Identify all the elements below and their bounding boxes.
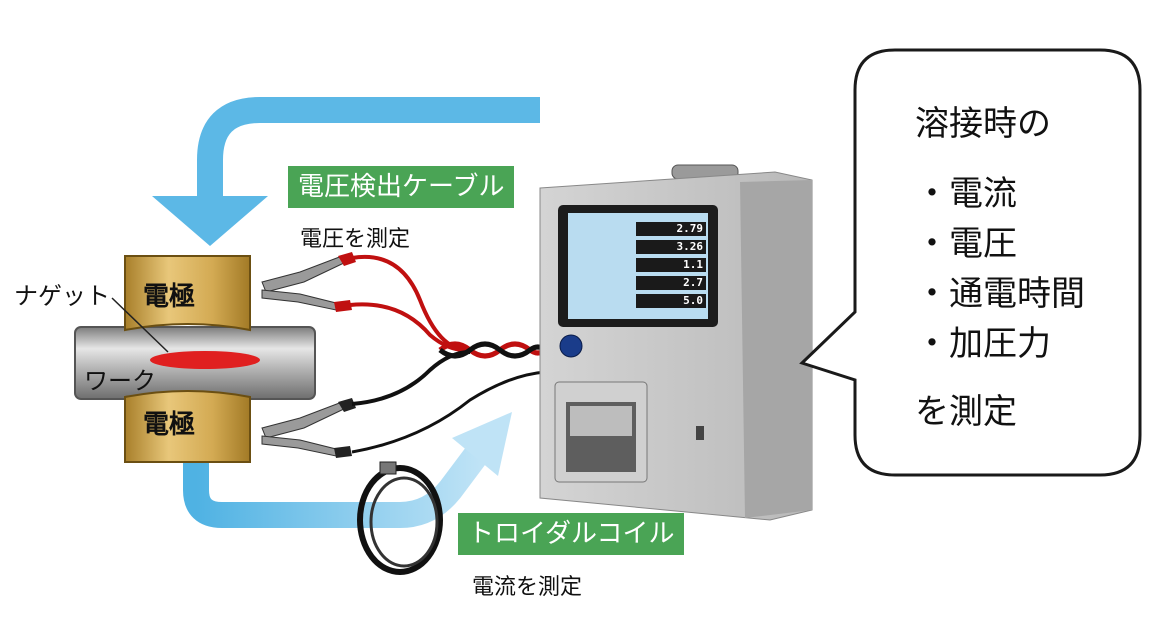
screen-value: 2.79 [636, 222, 706, 236]
electrode-top-shape [124, 255, 251, 332]
nugget-shape [150, 351, 260, 369]
electrode-bottom-label: 電極 [143, 410, 196, 440]
bubble-item-time: ・通電時間 [915, 274, 1085, 314]
bubble-item-current: ・電流 [915, 174, 1017, 214]
speech-bubble [799, 48, 1142, 477]
bubble-footer: を測定 [915, 392, 1017, 432]
voltage-cable [261, 252, 547, 458]
measurement-device [539, 164, 813, 521]
bubble-title: 溶接時の [915, 104, 1051, 144]
bubble-item-voltage: ・電圧 [915, 224, 1017, 264]
screen-value: 5.0 [636, 294, 706, 308]
current-measure-note: 電流を測定 [472, 575, 583, 600]
toroidal-coil-shape [357, 461, 443, 575]
toroidal-coil-tag: トロイダルコイル [458, 513, 685, 555]
nugget-label: ナゲット [14, 282, 110, 310]
device-screen-readout: 2.79 3.26 1.1 2.7 5.0 [636, 222, 706, 312]
current-flow-arrow-bottom [183, 412, 512, 528]
bubble-item-pressure: ・加圧力 [915, 324, 1051, 364]
work-pipe [74, 326, 316, 400]
current-flow-arrow-top [152, 97, 540, 246]
electrode-bottom-shape [124, 390, 251, 463]
nugget-leader-line [111, 297, 169, 353]
screen-value: 2.7 [636, 276, 706, 290]
voltage-measure-note: 電圧を測定 [300, 227, 411, 252]
screen-value: 3.26 [636, 240, 706, 254]
work-label: ワーク [84, 367, 156, 395]
screen-value: 1.1 [636, 258, 706, 272]
electrode-top-label: 電極 [143, 282, 196, 312]
voltage-cable-tag: 電圧検出ケーブル [288, 166, 515, 208]
